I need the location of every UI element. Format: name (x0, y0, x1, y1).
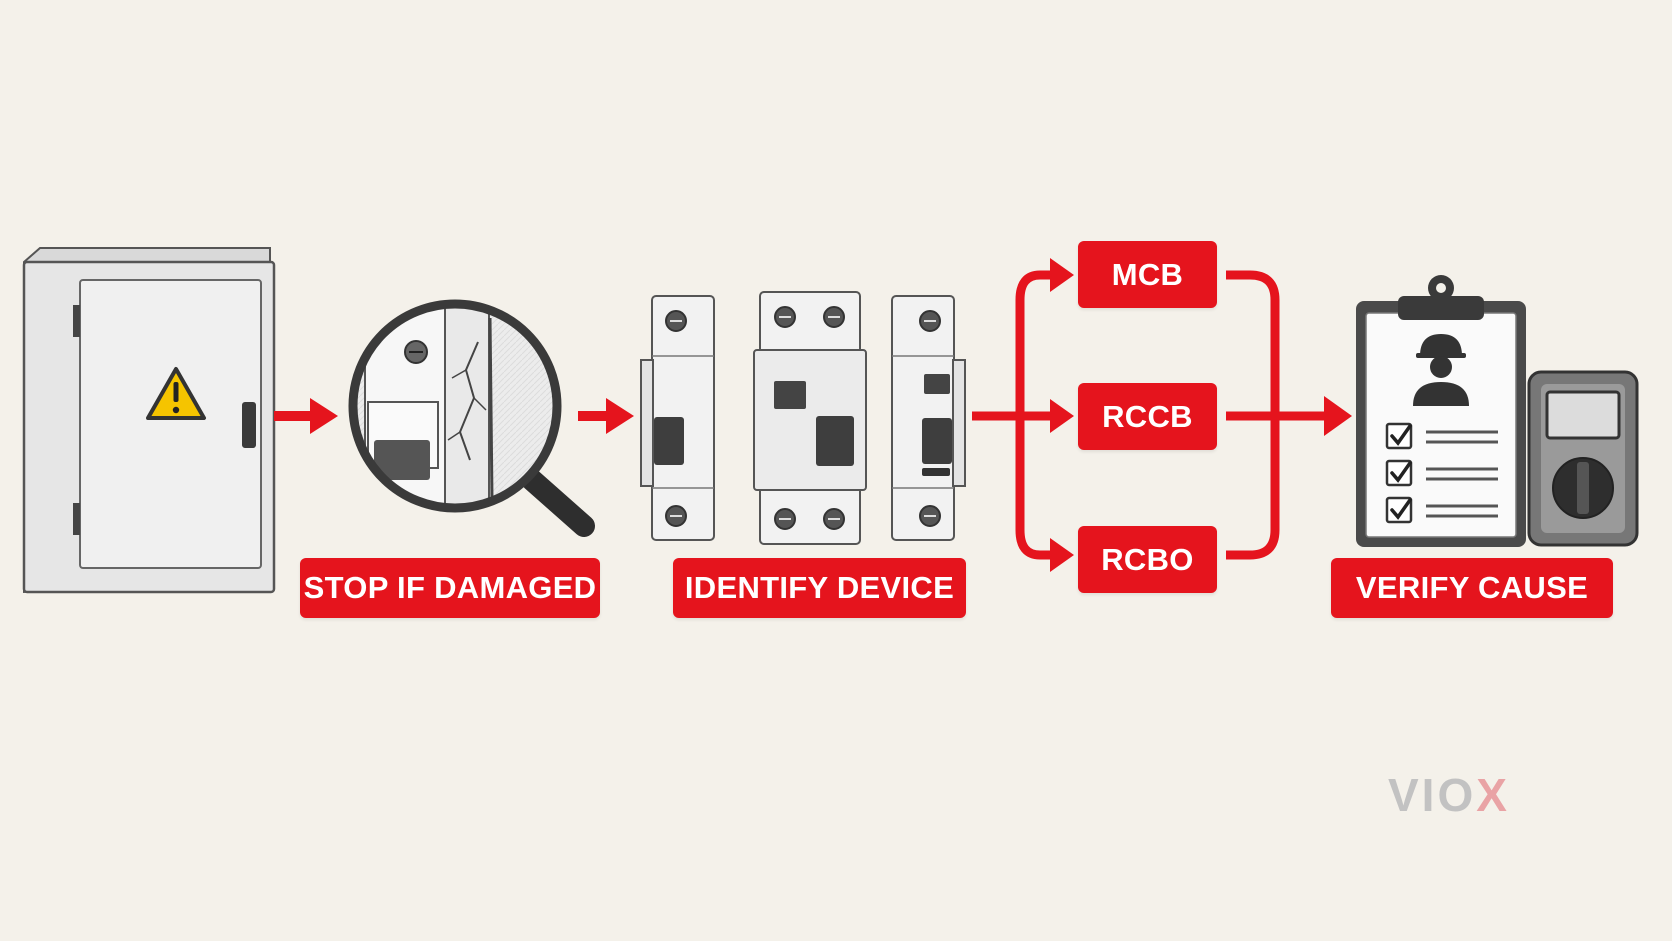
viox-logo: VIOX (1388, 768, 1510, 822)
flow-arrow (578, 398, 634, 434)
warning-triangle-icon (146, 367, 206, 420)
branch-arrowheads (1050, 258, 1352, 572)
flow-arrow (274, 398, 338, 434)
multimeter-icon (1527, 370, 1639, 547)
verify-cause-label: VERIFY CAUSE (1331, 558, 1613, 618)
mcb-label: MCB (1078, 241, 1217, 308)
identify-device-label: IDENTIFY DEVICE (673, 558, 966, 618)
logo-accent: X (1476, 769, 1510, 821)
branch-connector (972, 270, 1330, 560)
rcbo-label: RCBO (1078, 526, 1217, 593)
clipboard-checklist-icon (1356, 275, 1526, 547)
stop-if-damaged-label: STOP IF DAMAGED (300, 558, 600, 618)
breaker-icon (640, 295, 715, 541)
electrical-panel-icon (22, 247, 276, 594)
breaker-icon (753, 291, 867, 545)
breaker-icon (891, 295, 966, 541)
logo-main: VIO (1388, 769, 1477, 821)
magnifier-icon (348, 299, 595, 537)
rccb-label: RCCB (1078, 383, 1217, 450)
worker-icon (1413, 334, 1469, 406)
